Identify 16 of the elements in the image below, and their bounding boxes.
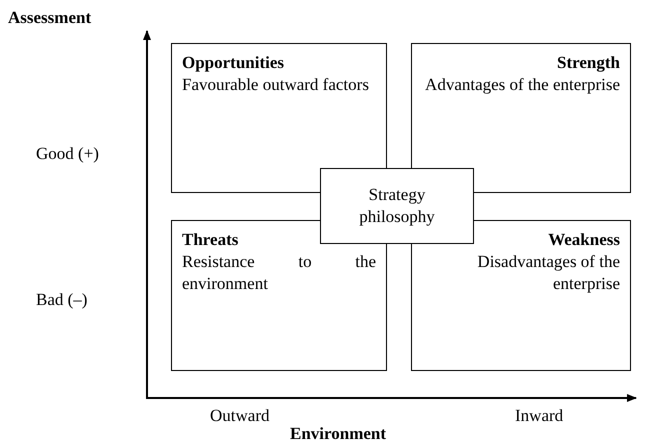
quadrant-description: Favourable outward factors — [182, 74, 370, 96]
quadrant-description: Resistance to the environment — [182, 251, 376, 295]
quadrant-heading: Strength — [556, 52, 620, 74]
quadrant-heading: Opportunities — [182, 52, 286, 74]
quadrant-heading: Weakness — [547, 229, 620, 251]
axis-title: Assessment — [8, 8, 92, 28]
axis-tick-label: Inward — [515, 406, 564, 426]
center-label: Strategy philosophy — [358, 184, 436, 228]
axis-tick-label: Good (+) — [36, 144, 99, 164]
quadrant-heading: Threats — [182, 229, 240, 251]
axis-tick-label: Outward — [210, 406, 270, 426]
quadrant-description: Disadvantages of the enterprise — [476, 251, 620, 295]
quadrant-description: Advantages of the enterprise — [424, 74, 620, 96]
axis-title: Environment — [290, 424, 386, 444]
axis-tick-label: Bad (–) — [36, 290, 88, 310]
center-box — [320, 168, 474, 244]
